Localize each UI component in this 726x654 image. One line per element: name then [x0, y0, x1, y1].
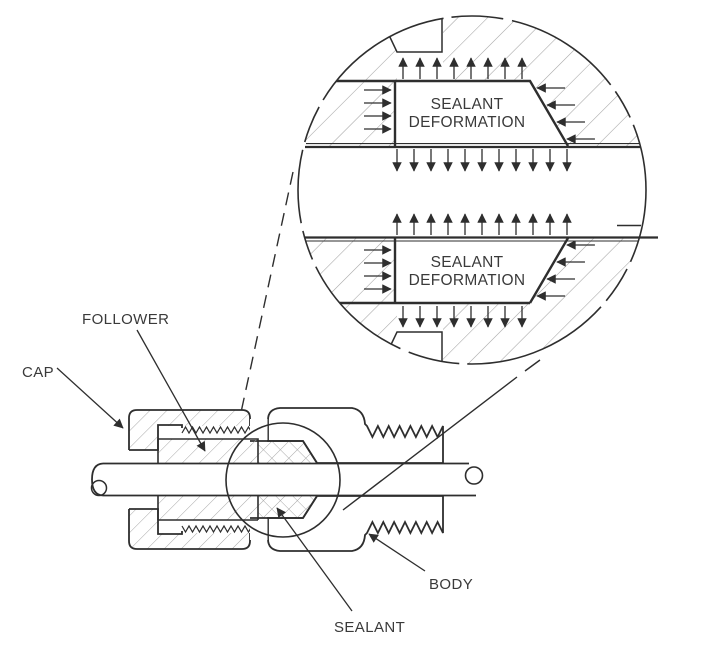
label-cap: CAP: [22, 364, 54, 381]
body-part-upper: [267, 407, 444, 464]
follower-leader-arrow: [136, 329, 206, 452]
body-part-lower: [267, 495, 444, 552]
cap-thread-upper: [181, 425, 253, 435]
projection-line-left: [239, 171, 294, 418]
force-arrows: [364, 57, 595, 328]
gap-upper: [250, 419, 268, 440]
sealant-cavity-outline: [250, 440, 318, 519]
cap-thread-lower: [181, 524, 253, 534]
sealant-part: [258, 441, 317, 518]
cap-part: [129, 410, 252, 549]
follower-part: [157, 438, 259, 521]
projection-lines: [239, 171, 541, 511]
projection-line-right: [342, 359, 541, 511]
rod-break-right: [464, 466, 484, 485]
label-sealant: SEALANT: [334, 619, 405, 636]
upper-sealant-outline: [336, 79, 570, 147]
upper-sealant-label-line1: SEALANT: [431, 96, 504, 113]
lower-sealant-label-line2: DEFORMATION: [409, 272, 526, 289]
upper-sealant-label-line2: DEFORMATION: [409, 114, 526, 131]
magnified-detail-circle: SEALANT DEFORMATION SEALANT DEFORMATION: [297, 15, 658, 365]
detail-lower-gap-outline: [387, 331, 443, 364]
gap-lower: [250, 519, 268, 540]
cap-leader-arrow: [56, 367, 124, 429]
fitting-cross-section: [90, 407, 484, 552]
cap-outline: [128, 409, 251, 550]
body-leader-arrow: [368, 533, 426, 572]
label-follower: FOLLOWER: [82, 311, 169, 328]
sealant-leader-arrow: [276, 507, 353, 612]
detail-upper-gap-outline: [387, 16, 443, 53]
detail-circle-outline: [297, 15, 647, 365]
rod: [90, 462, 484, 497]
upper-sealant-region: [394, 80, 569, 148]
label-body: BODY: [429, 576, 473, 593]
rod-break-left: [90, 479, 108, 497]
detail-source-circle: [225, 422, 341, 538]
labels-and-leaders: FOLLOWER CAP BODY SEALANT: [22, 311, 473, 636]
lower-sealant-label-line1: SEALANT: [431, 254, 504, 271]
lower-sealant-region: [394, 237, 569, 304]
